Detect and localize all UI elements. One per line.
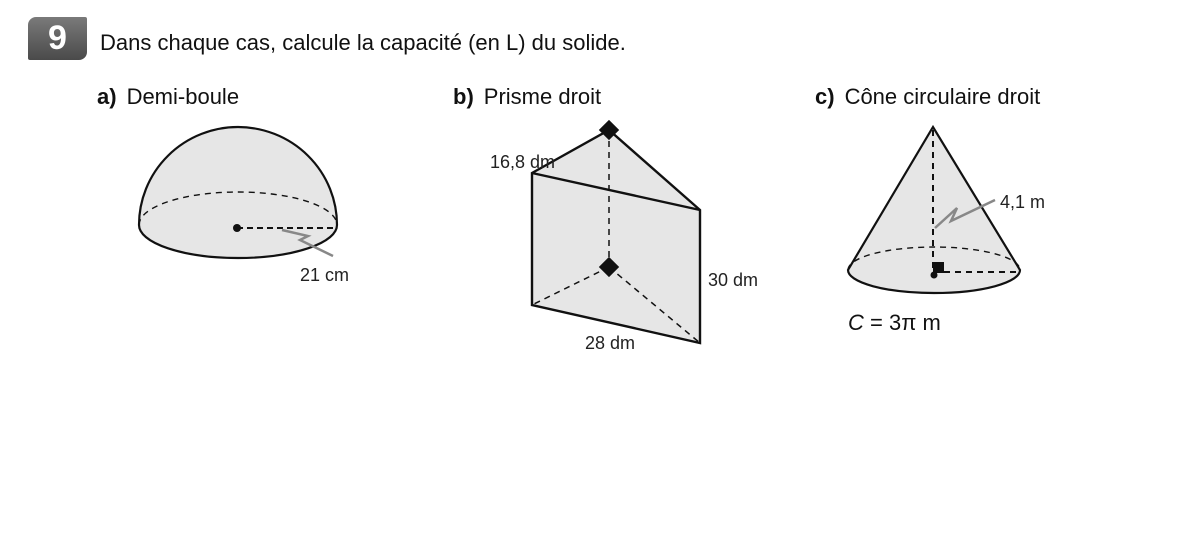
part-name: Demi-boule bbox=[126, 84, 240, 109]
base-label: 28 dm bbox=[585, 333, 636, 353]
part-a-heading: a) Demi-boule bbox=[97, 84, 239, 110]
exercise-number-badge: 9 bbox=[28, 17, 87, 60]
part-name: Prisme droit bbox=[483, 84, 602, 109]
part-letter: a) bbox=[97, 84, 117, 109]
formula-variable: C bbox=[848, 310, 864, 335]
height-label: 30 dm bbox=[708, 270, 759, 290]
part-b-heading: b) Prisme droit bbox=[453, 84, 601, 110]
prism-figure bbox=[530, 119, 702, 345]
cone-figure bbox=[846, 124, 1022, 295]
part-letter: c) bbox=[815, 84, 835, 109]
radius-label: 21 cm bbox=[300, 265, 350, 285]
exercise-instruction: Dans chaque cas, calcule la capacité (en… bbox=[100, 30, 626, 55]
hemisphere-figure bbox=[137, 125, 339, 260]
triangle-leg-label: 16,8 dm bbox=[490, 152, 556, 172]
cone-height-label: 4,1 m bbox=[1000, 192, 1046, 212]
part-letter: b) bbox=[453, 84, 474, 109]
formula-value: = 3π m bbox=[863, 310, 941, 335]
circumference-formula: C = 3π m bbox=[848, 310, 941, 336]
part-c-heading: c) Cône circulaire droit bbox=[815, 84, 1040, 110]
part-name: Cône circulaire droit bbox=[844, 84, 1041, 109]
